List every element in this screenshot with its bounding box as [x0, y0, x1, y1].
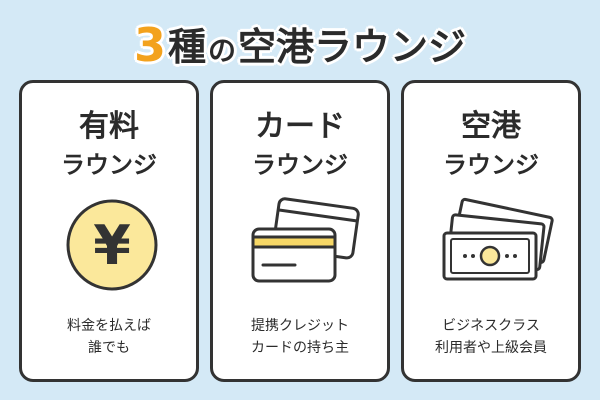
card-subheading: ラウンジ: [252, 151, 348, 179]
credit-card-icon: [243, 195, 363, 295]
title-particle: の: [208, 34, 237, 68]
card-card-lounge: カード ラウンジ 提携クレジット カードの持ち主: [210, 80, 390, 382]
desc-line: ビジネスクラス: [442, 318, 540, 334]
desc-line: 提携クレジット: [251, 318, 349, 334]
card-heading: カード: [255, 109, 345, 144]
page-title: 3 種 の 空港ラウンジ: [0, 8, 600, 68]
card-subheading: ラウンジ: [443, 151, 539, 179]
title-number: 3: [133, 18, 166, 72]
yen-coin-icon: ¥: [52, 195, 172, 295]
title-part1: 種: [167, 25, 206, 70]
yen-symbol: ¥: [93, 214, 131, 277]
desc-line: 料金を払えば: [67, 318, 151, 334]
card-subheading: ラウンジ: [61, 151, 157, 179]
card-heading: 空港: [461, 109, 521, 144]
ticket-icon: [434, 195, 554, 295]
card-heading: 有料: [79, 109, 139, 144]
desc-line: カードの持ち主: [251, 340, 349, 356]
card-description: 提携クレジット カードの持ち主: [213, 315, 387, 359]
desc-line: 誰でも: [88, 340, 130, 356]
card-description: 料金を払えば 誰でも: [22, 315, 196, 359]
card-airport-lounge: 空港 ラウンジ ビジネスクラス 利用者や上級会員: [401, 80, 581, 382]
title-part2: 空港ラウンジ: [238, 25, 467, 70]
desc-line: 利用者や上級会員: [435, 340, 547, 356]
card-description: ビジネスクラス 利用者や上級会員: [404, 315, 578, 359]
card-paid-lounge: 有料 ラウンジ ¥ 料金を払えば 誰でも: [19, 80, 199, 382]
